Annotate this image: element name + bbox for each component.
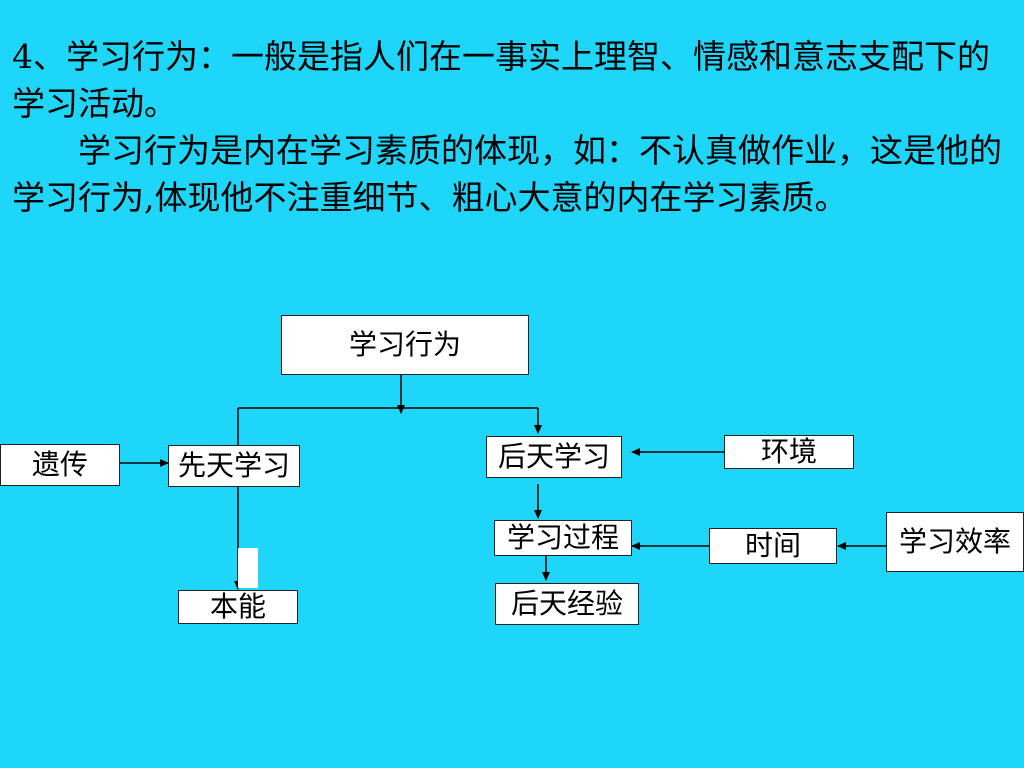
node-acquired-experience: 后天经验 [495, 583, 639, 625]
node-learning-behavior: 学习行为 [281, 315, 529, 375]
definition-paragraph: 4、学习行为：一般是指人们在一事实上理智、情感和意志支配下的学习活动。 [12, 37, 990, 123]
node-learning-process: 学习过程 [494, 520, 632, 556]
example-paragraph: 学习行为是内在学习素质的体现，如：不认真做作业，这是他的学习行为,体现他不注重细… [12, 131, 1002, 217]
node-instinct: 本能 [178, 590, 298, 624]
node-learning-efficiency: 学习效率 [886, 512, 1024, 572]
node-acquired-learning: 后天学习 [486, 436, 622, 478]
node-innate-learning: 先天学习 [168, 445, 300, 487]
node-environment: 环境 [724, 435, 854, 469]
node-time: 时间 [709, 528, 837, 564]
node-heredity: 遗传 [0, 444, 120, 486]
white-bar-decoration [238, 548, 258, 588]
